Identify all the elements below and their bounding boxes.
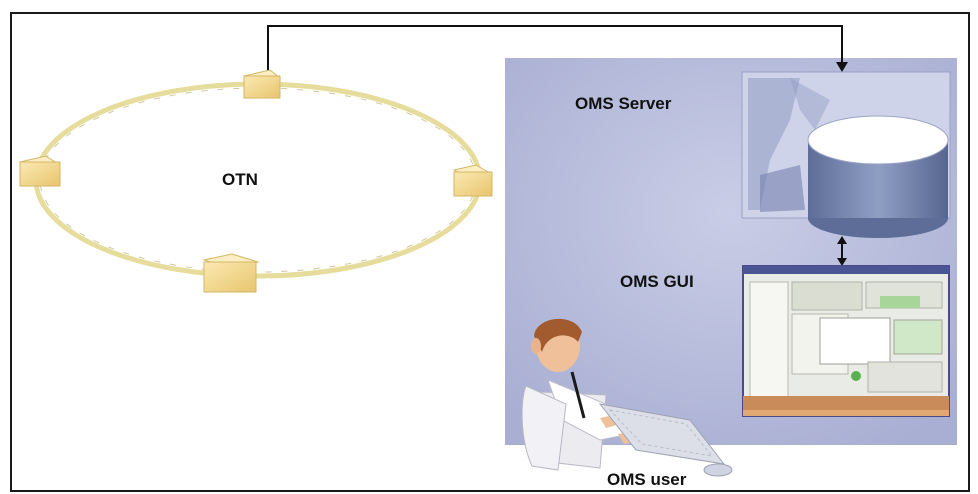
keyboard-icon [598,403,726,465]
oms-user-figure [521,318,733,477]
otn-server-link [267,25,848,72]
oms-user-label: OMS user [607,470,687,489]
oms-gui-label: OMS GUI [620,272,694,291]
ne-box-left [18,155,61,187]
database-cylinder-icon [807,115,949,238]
oms-server-label: OMS Server [575,94,672,113]
otn-label: OTN [222,170,258,189]
ne-box-top [242,69,282,99]
oms-gui-screen [742,265,950,417]
otn-ring [33,81,483,279]
ne-box-bottom [202,253,260,293]
ne-box-right [452,164,493,197]
oms-server-picture [741,71,951,238]
server-gui-link [837,236,847,266]
